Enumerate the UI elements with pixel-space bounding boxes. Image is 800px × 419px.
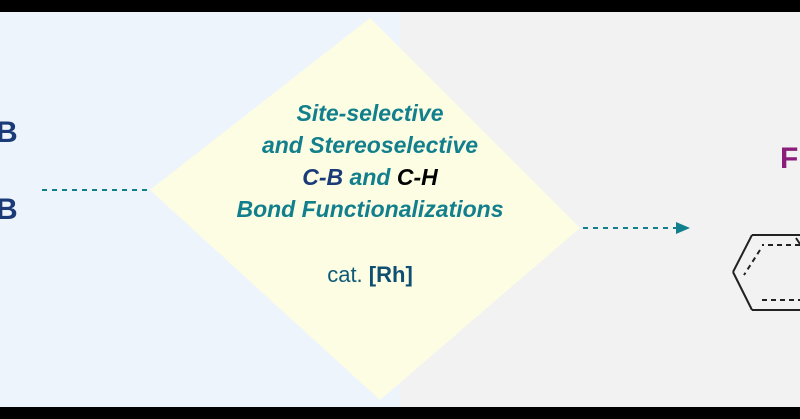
ch-bond-label: C-H — [396, 164, 438, 190]
center-title-line4: Bond Functionalizations — [236, 196, 504, 222]
benzene-ring-fragment — [732, 234, 800, 311]
catalyst-metal: [Rh] — [368, 262, 413, 287]
boron-label-bottom: B — [0, 193, 18, 226]
top-border — [0, 0, 800, 12]
and-label: and — [349, 164, 391, 190]
center-title-line2: and Stereoselective — [261, 132, 479, 158]
catalyst-prefix: cat. — [327, 262, 363, 287]
cb-bond-label: C-B — [302, 164, 344, 190]
right-partial-label: F — [780, 142, 799, 175]
boron-label-top: B — [0, 116, 18, 149]
center-title-line1: Site-selective — [296, 100, 444, 126]
center-diamond — [150, 18, 580, 400]
center-title-line3: C-B and C-H — [180, 162, 560, 192]
catalyst-label: cat. [Rh] — [270, 262, 470, 288]
arrowhead-icon — [676, 222, 690, 234]
bottom-border — [0, 407, 800, 419]
